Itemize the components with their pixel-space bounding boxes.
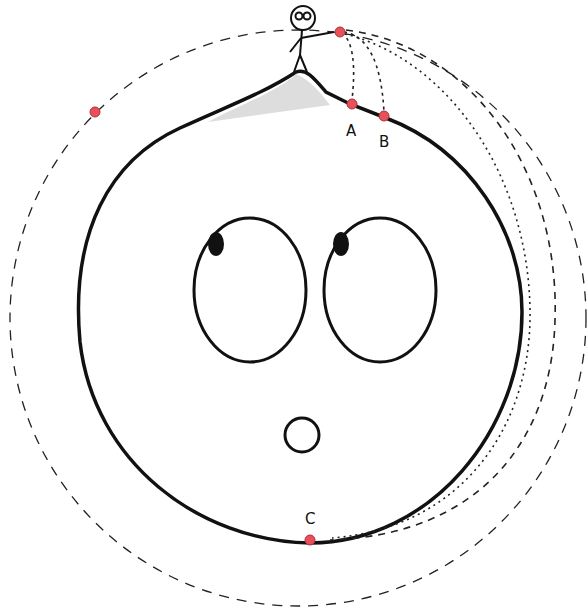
eye: [324, 218, 436, 362]
mouth: [285, 418, 319, 452]
orbit-path: [10, 30, 586, 606]
eye: [194, 218, 306, 362]
planet-outline: [78, 71, 522, 543]
pupil: [208, 232, 224, 256]
apple: [90, 27, 389, 545]
trajectory: [330, 30, 555, 540]
pupil: [333, 232, 349, 256]
point-label: C: [305, 512, 315, 527]
mountain-shading: [208, 74, 330, 122]
point-label: B: [379, 135, 389, 150]
stick-figure: [290, 6, 334, 72]
point-label: A: [346, 124, 356, 139]
